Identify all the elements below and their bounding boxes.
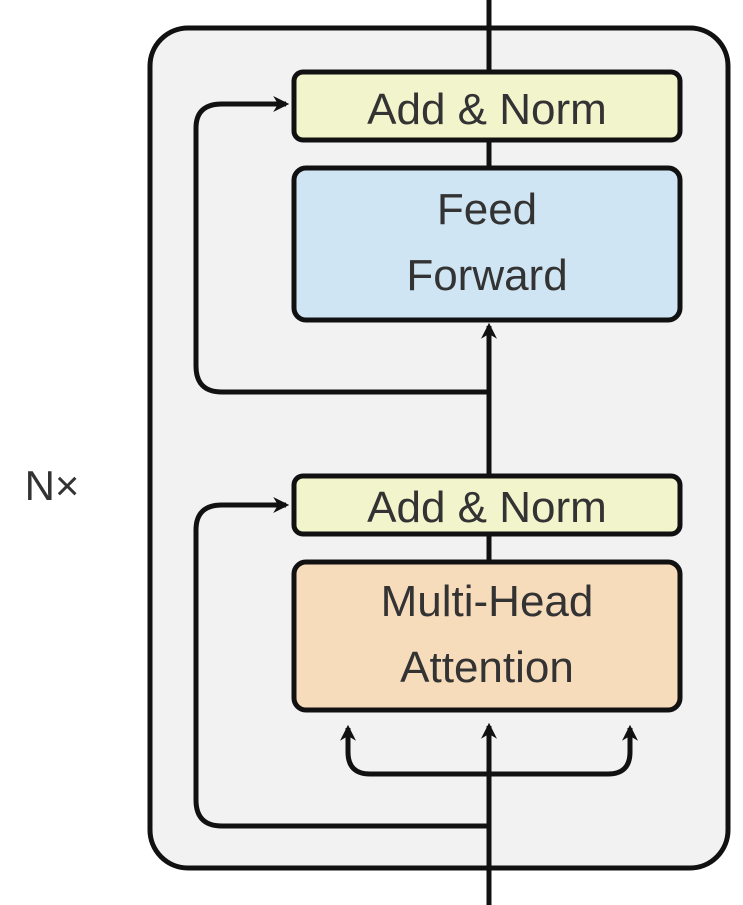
residual-connection-top xyxy=(193,95,489,395)
layer-container xyxy=(147,25,731,871)
attention-input-branch-arrows xyxy=(339,724,489,777)
feed-forward-label-line1: Feed xyxy=(437,185,537,234)
feed-forward-block: Feed Forward xyxy=(291,165,683,323)
repeat-count-label: N× xyxy=(25,462,80,509)
add-norm-bottom-label: Add & Norm xyxy=(367,483,607,532)
attention-label-line1: Multi-Head xyxy=(381,577,594,626)
residual-connection-bottom xyxy=(193,496,489,829)
add-norm-block-top: Add & Norm xyxy=(291,69,683,143)
attention-label-line2: Attention xyxy=(400,643,574,692)
multi-head-attention-block: Multi-Head Attention xyxy=(291,559,683,713)
attention-input-branch-arrow-right xyxy=(489,724,639,777)
feed-forward-label-line2: Forward xyxy=(406,251,567,300)
add-norm-top-label: Add & Norm xyxy=(367,85,607,134)
add-norm-block-bottom: Add & Norm xyxy=(291,473,683,537)
